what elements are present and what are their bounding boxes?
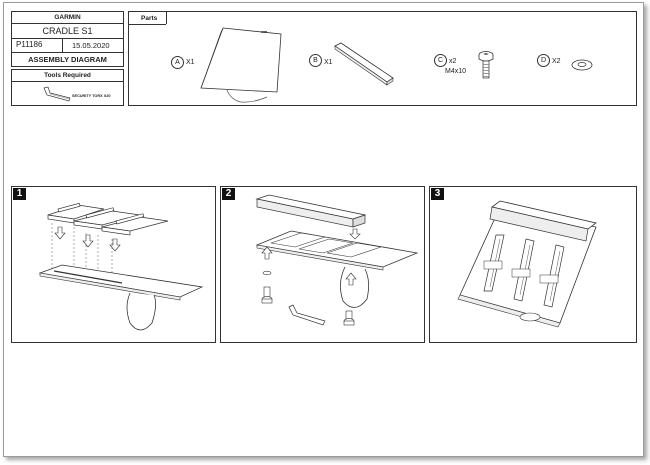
step-2-number: 2 xyxy=(222,188,235,200)
parts-heading: Parts xyxy=(141,15,158,22)
step-3-illustration xyxy=(457,200,597,328)
part-letter-a: A xyxy=(171,56,184,69)
bar-icon xyxy=(334,42,394,86)
step-3-number: 3 xyxy=(431,188,444,200)
part-qty-c: x2 xyxy=(449,58,457,65)
tools-block: Tools Required SECURITY TORX X20 xyxy=(11,69,124,106)
step-1-number: 1 xyxy=(13,188,26,200)
part-letter-c: C xyxy=(434,54,447,67)
doc-date: 15.05.2020 xyxy=(72,41,110,50)
parts-block: Parts A X1 B X1 C x2 M4x10 xyxy=(128,11,637,106)
part-qty-b: X1 xyxy=(324,59,333,66)
title-block: GARMIN CRADLE S1 P11186 15.05.2020 ASSEM… xyxy=(11,11,124,67)
step-3-panel: 3 xyxy=(429,186,637,343)
step-2-illustration xyxy=(255,194,419,326)
part-qty-d: X2 xyxy=(552,58,561,65)
tools-heading: Tools Required xyxy=(44,72,91,79)
part-letter-d: D xyxy=(537,54,550,67)
tool-label: SECURITY TORX X20 xyxy=(72,94,111,98)
part-letter-b: B xyxy=(309,54,322,67)
diagram-sheet: GARMIN CRADLE S1 P11186 15.05.2020 ASSEM… xyxy=(3,2,644,457)
allen-key-icon xyxy=(43,86,71,102)
part-number: P11186 xyxy=(16,40,43,49)
screw-icon xyxy=(478,51,494,79)
cradle-plate-icon xyxy=(200,27,282,103)
brand-label: GARMIN xyxy=(54,14,81,21)
part-qty-a: X1 xyxy=(186,59,195,66)
product-name: CRADLE S1 xyxy=(42,26,93,36)
step-1-panel: 1 xyxy=(11,186,216,343)
washer-icon xyxy=(571,59,593,71)
part-spec-c: M4x10 xyxy=(445,68,467,75)
step-1-illustration xyxy=(38,202,204,331)
doc-type: ASSEMBLY DIAGRAM xyxy=(28,55,107,64)
step-2-panel: 2 xyxy=(220,186,425,343)
